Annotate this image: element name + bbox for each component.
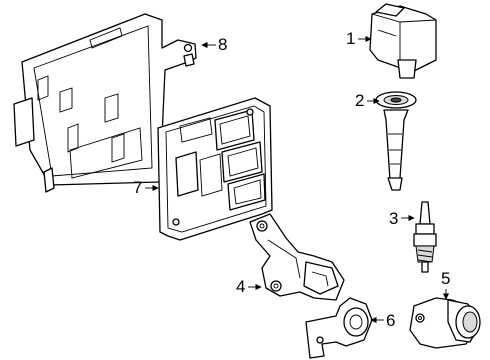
callout-label: 2 (355, 91, 364, 110)
callout-4: 4 (236, 277, 262, 296)
ignition-coil[interactable] (369, 3, 437, 79)
callout-label: 1 (346, 29, 355, 48)
callout-1: 1 (346, 29, 372, 48)
crankshaft-sensor[interactable] (409, 297, 481, 349)
ecm-bracket[interactable] (13, 13, 197, 193)
camshaft-sensor[interactable] (249, 213, 345, 301)
callout-label: 6 (386, 311, 395, 330)
callout-label: 3 (389, 209, 398, 228)
callout-3: 3 (389, 209, 415, 228)
callout-6: 6 (370, 311, 395, 330)
spark-plug[interactable] (413, 201, 437, 273)
callout-2: 2 (355, 91, 380, 110)
coil-boot[interactable] (375, 91, 417, 191)
knock-sensor[interactable] (305, 297, 373, 359)
callout-label: 4 (236, 277, 245, 296)
callout-5: 5 (441, 269, 450, 300)
callout-7: 7 (133, 178, 159, 197)
callout-label: 7 (133, 178, 142, 197)
callout-8: 8 (201, 35, 227, 54)
callout-label: 5 (441, 269, 450, 288)
engine-control-module[interactable] (157, 97, 273, 241)
callout-label: 8 (218, 35, 227, 54)
